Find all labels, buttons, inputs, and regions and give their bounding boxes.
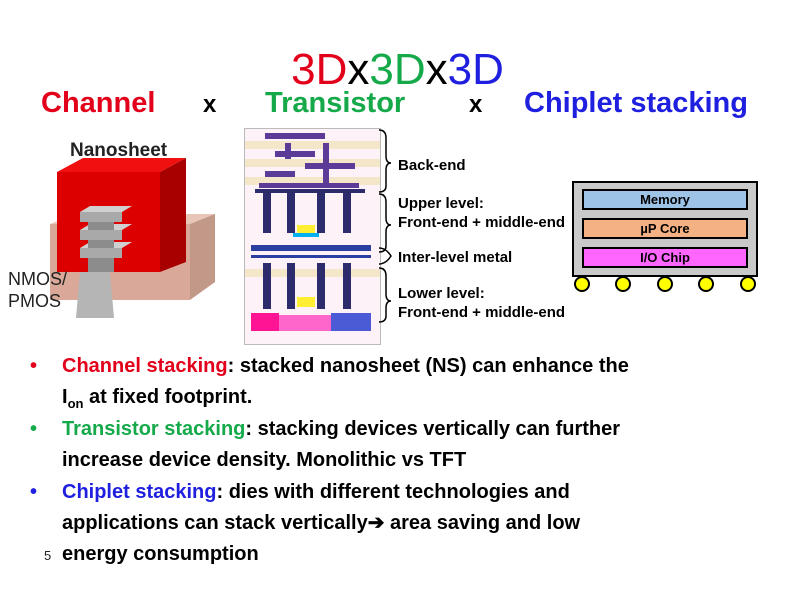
page-number: 5 xyxy=(44,548,52,563)
bullet-chiplet: • Chiplet stacking: dies with different … xyxy=(30,481,581,565)
nanosheet-diagram xyxy=(50,158,215,318)
fin-foot xyxy=(76,272,114,318)
upper-channel xyxy=(297,225,315,235)
lower-device xyxy=(263,263,351,309)
solder-bumps xyxy=(574,276,756,292)
header-channel: Channel xyxy=(41,87,156,119)
lower-source xyxy=(251,313,279,331)
slide-title: 3Dx3Dx3D xyxy=(0,44,795,96)
bullet-chiplet-text: : dies with different technologies and xyxy=(216,481,570,503)
nmos-label: NMOS/ xyxy=(8,269,68,289)
header-chiplet: Chiplet stacking xyxy=(524,87,748,119)
bullet-channel-ion: I xyxy=(62,386,68,408)
inter-level-metal-2 xyxy=(251,255,371,258)
upper-level-label: Upper level: xyxy=(398,195,484,212)
gate-top xyxy=(57,158,186,172)
title-part-2: x xyxy=(347,45,370,94)
bullet-channel-highlight: Channel stacking xyxy=(62,355,228,377)
transistor-stack-diagram xyxy=(245,129,380,344)
pmos-label: PMOS xyxy=(8,291,62,311)
lower-channel xyxy=(297,297,315,307)
bullet-chiplet-text-2: applications can stack vertically➔ area … xyxy=(62,512,581,534)
inter-level-metal xyxy=(251,245,371,251)
bullet-transistor-text: : stacking devices vertically can furthe… xyxy=(245,418,621,440)
solder-bump xyxy=(740,276,756,292)
bullet-transistor: • Transistor stacking: stacking devices … xyxy=(30,418,621,471)
back-end-metal xyxy=(259,133,359,188)
nanosheet-figure xyxy=(0,132,240,332)
nanosheet-label: Nanosheet xyxy=(70,140,168,161)
bullet-chiplet-highlight: Chiplet stacking xyxy=(62,481,217,503)
lower-level-label: Lower level: xyxy=(398,285,485,302)
title-part-4: x xyxy=(425,45,448,94)
bullet-transistor-text-2: increase device density. Monolithic vs T… xyxy=(62,449,467,471)
bullet-chiplet-text-3: energy consumption xyxy=(62,543,259,565)
inter-level-label: Inter-level metal xyxy=(398,249,513,266)
title-part-3: 3D xyxy=(369,45,426,94)
back-end-label: Back-end xyxy=(398,157,466,174)
solder-bump xyxy=(615,276,631,292)
header-transistor: Transistor xyxy=(265,87,406,119)
title-part-1: 3D xyxy=(291,45,348,94)
header-x-1: x xyxy=(203,91,217,118)
bullet-channel-ion-sub: on xyxy=(67,396,84,411)
bullet-transistor-highlight: Transistor stacking xyxy=(62,418,246,440)
upper-device xyxy=(255,189,365,233)
level-brackets xyxy=(378,129,392,323)
substrate-side xyxy=(190,214,215,300)
solder-bump xyxy=(657,276,673,292)
gate-side xyxy=(160,158,186,272)
io-chip: I/O Chip xyxy=(582,247,748,268)
lower-level-detail: Front-end + middle-end xyxy=(398,304,566,321)
header-x-2: x xyxy=(469,91,483,118)
title-part-5: 3D xyxy=(447,45,504,94)
nanosheet-layers xyxy=(80,206,132,272)
bullet-channel-text-2: at fixed footprint. xyxy=(83,386,253,408)
solder-bump xyxy=(574,276,590,292)
upper-gate xyxy=(293,233,319,237)
bullet-channel: • Channel stacking: stacked nanosheet (N… xyxy=(30,355,629,411)
core-chip: µP Core xyxy=(582,218,748,239)
lower-well xyxy=(279,315,331,331)
upper-level-detail: Front-end + middle-end xyxy=(398,214,566,231)
bullet-channel-text: : stacked nanosheet (NS) can enhance the xyxy=(227,355,629,377)
transistor-stack-figure xyxy=(244,128,381,345)
memory-chip: Memory xyxy=(582,189,748,210)
solder-bump xyxy=(698,276,714,292)
lower-drain xyxy=(331,313,371,331)
